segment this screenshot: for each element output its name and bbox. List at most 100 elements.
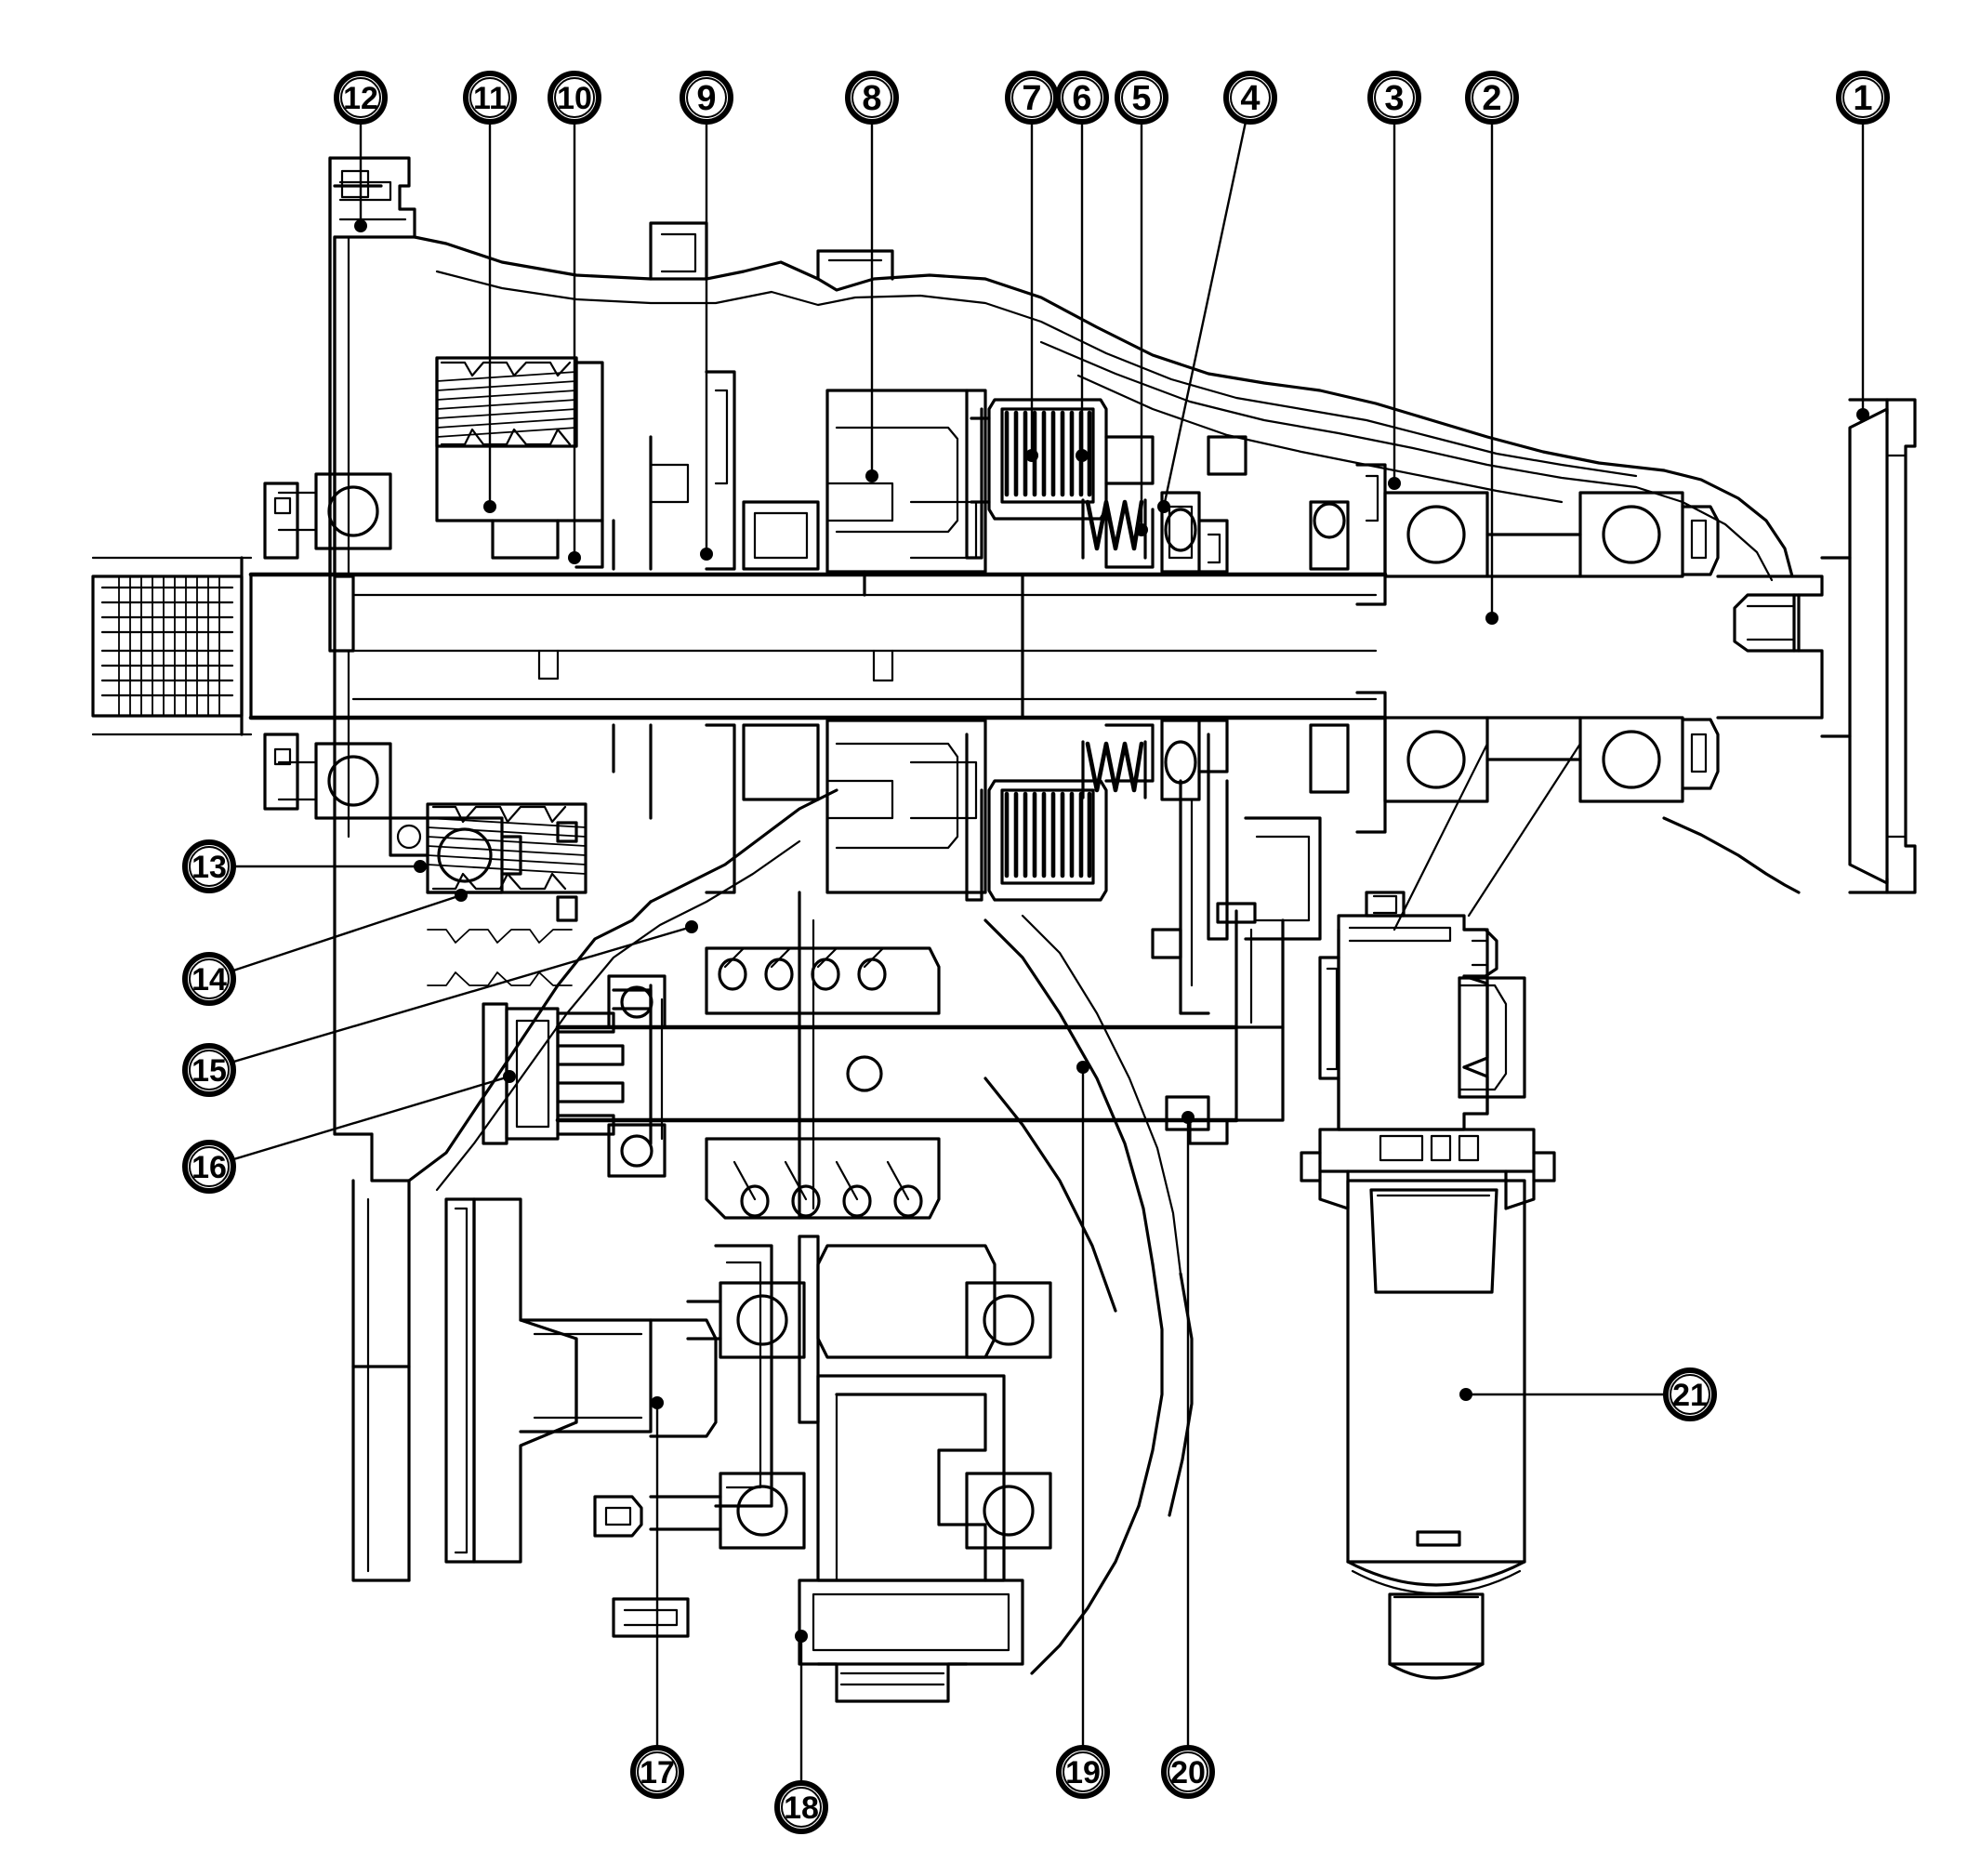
callout-8[interactable]: 8 <box>845 71 899 125</box>
callout-bubble-inner-ring <box>1230 77 1271 118</box>
callout-20[interactable]: 20 <box>1161 1745 1215 1799</box>
front-output-shaft <box>555 1024 1285 1145</box>
shift-actuator-motor <box>1300 891 1556 1680</box>
callout-12[interactable]: 12 <box>334 71 388 125</box>
callout-bubble[interactable] <box>1465 71 1519 125</box>
callout-bubble[interactable] <box>182 839 236 893</box>
callout-anchor-dot <box>1459 1388 1472 1401</box>
front-case-housing <box>328 156 416 1182</box>
main-shaft <box>248 572 1388 720</box>
rear-bearing-assembly <box>1355 463 1720 834</box>
callout-anchor-dot <box>651 1396 664 1409</box>
callout-bubble[interactable] <box>1056 1745 1110 1799</box>
callout-anchor-dot <box>455 889 468 902</box>
input-shaft-spline <box>91 556 253 736</box>
callout-10[interactable]: 10 <box>548 71 601 125</box>
callout-bubble[interactable] <box>774 1780 828 1834</box>
clutch-apply-piston <box>1160 491 1229 801</box>
callout-bubble-inner-ring <box>1062 77 1102 118</box>
callout-bubble-inner-ring <box>637 1751 678 1792</box>
misc-features <box>389 221 1350 1638</box>
callout-bubble[interactable] <box>1367 71 1421 125</box>
callout-14[interactable]: 14 <box>182 952 236 1006</box>
callout-anchor-dot <box>1181 1111 1195 1124</box>
callout-leader-line <box>230 893 462 973</box>
case-boss-detail <box>333 169 383 199</box>
callout-leader-line <box>1162 121 1247 508</box>
callout-bubble-inner-ring <box>851 77 892 118</box>
callout-6[interactable]: 6 <box>1055 71 1109 125</box>
callout-bubble-inner-ring <box>781 1787 822 1828</box>
callout-bubble-inner-ring <box>1168 1751 1208 1792</box>
callout-1[interactable]: 1 <box>1836 71 1890 125</box>
callout-5[interactable]: 5 <box>1115 71 1168 125</box>
callout-21[interactable]: 21 <box>1663 1367 1717 1421</box>
callout-anchor-dot <box>1485 612 1498 625</box>
callout-bubble-inner-ring <box>1842 77 1883 118</box>
callout-bubble[interactable] <box>1115 71 1168 125</box>
callout-anchor-dot <box>700 548 713 561</box>
callout-anchor-dot <box>414 860 427 873</box>
callout-bubble[interactable] <box>463 71 517 125</box>
callout-bubble-inner-ring <box>340 77 381 118</box>
callout-3[interactable]: 3 <box>1367 71 1421 125</box>
callout-anchor-dot <box>1135 523 1148 536</box>
callout-15[interactable]: 15 <box>182 1043 236 1097</box>
callout-bubble-inner-ring <box>189 1146 230 1187</box>
callout-bubble[interactable] <box>182 1140 236 1194</box>
callout-7[interactable]: 7 <box>1005 71 1059 125</box>
callout-bubble[interactable] <box>182 952 236 1006</box>
callout-anchor-dot <box>503 1070 516 1083</box>
callout-2[interactable]: 2 <box>1465 71 1519 125</box>
callout-anchor-dot <box>483 500 496 513</box>
callout-bubble-inner-ring <box>189 1050 230 1090</box>
callout-18[interactable]: 18 <box>774 1780 828 1834</box>
callout-bubble[interactable] <box>1055 71 1109 125</box>
callout-bubble-inner-ring <box>686 77 727 118</box>
motor-bracket-leader <box>1393 742 1582 931</box>
callout-bubble[interactable] <box>1223 71 1277 125</box>
callout-anchor-dot <box>1076 1061 1089 1074</box>
callout-17[interactable]: 17 <box>630 1745 684 1799</box>
callout-16[interactable]: 16 <box>182 1140 236 1194</box>
callout-bubble-inner-ring <box>1670 1374 1710 1415</box>
callout-bubble[interactable] <box>1005 71 1059 125</box>
assembly-artwork <box>91 156 1917 1703</box>
callout-anchor-dot <box>685 920 698 933</box>
callout-bubble[interactable] <box>334 71 388 125</box>
front-output-flange <box>444 1197 773 1564</box>
callout-bubble[interactable] <box>630 1745 684 1799</box>
callout-19[interactable]: 19 <box>1056 1745 1110 1799</box>
callout-4[interactable]: 4 <box>1223 71 1277 125</box>
left-bearing-assembly <box>263 472 392 820</box>
callout-bubble[interactable] <box>845 71 899 125</box>
callout-anchor-dot <box>1856 408 1869 421</box>
callout-13[interactable]: 13 <box>182 839 236 893</box>
callout-leader-line <box>230 1075 510 1162</box>
callout-bubble-inner-ring <box>1063 1751 1103 1792</box>
spline-hatch-detail <box>427 929 573 986</box>
callout-bubble[interactable] <box>182 1043 236 1097</box>
planet-pinion-set <box>705 946 941 1220</box>
callout-bubble[interactable] <box>1836 71 1890 125</box>
callout-bubble-inner-ring <box>1011 77 1052 118</box>
callout-bubble[interactable] <box>548 71 601 125</box>
callout-anchor-dot <box>1157 500 1170 513</box>
rear-output-flange <box>1716 398 1917 894</box>
callout-leader-line <box>230 925 693 1064</box>
callout-bubble-inner-ring <box>1472 77 1512 118</box>
callout-bubble[interactable] <box>680 71 733 125</box>
callout-11[interactable]: 11 <box>463 71 517 125</box>
callout-bubble-inner-ring <box>1121 77 1162 118</box>
callout-anchor-dot <box>1076 449 1089 462</box>
callout-bubble[interactable] <box>1663 1367 1717 1421</box>
clutch-pack <box>965 389 1155 902</box>
callout-bubble[interactable] <box>1161 1745 1215 1799</box>
callout-bubble-inner-ring <box>189 846 230 887</box>
lower-case-contour <box>351 788 1194 1675</box>
callout-9[interactable]: 9 <box>680 71 733 125</box>
callout-anchor-dot <box>354 219 367 232</box>
callout-anchor-dot <box>568 551 581 564</box>
